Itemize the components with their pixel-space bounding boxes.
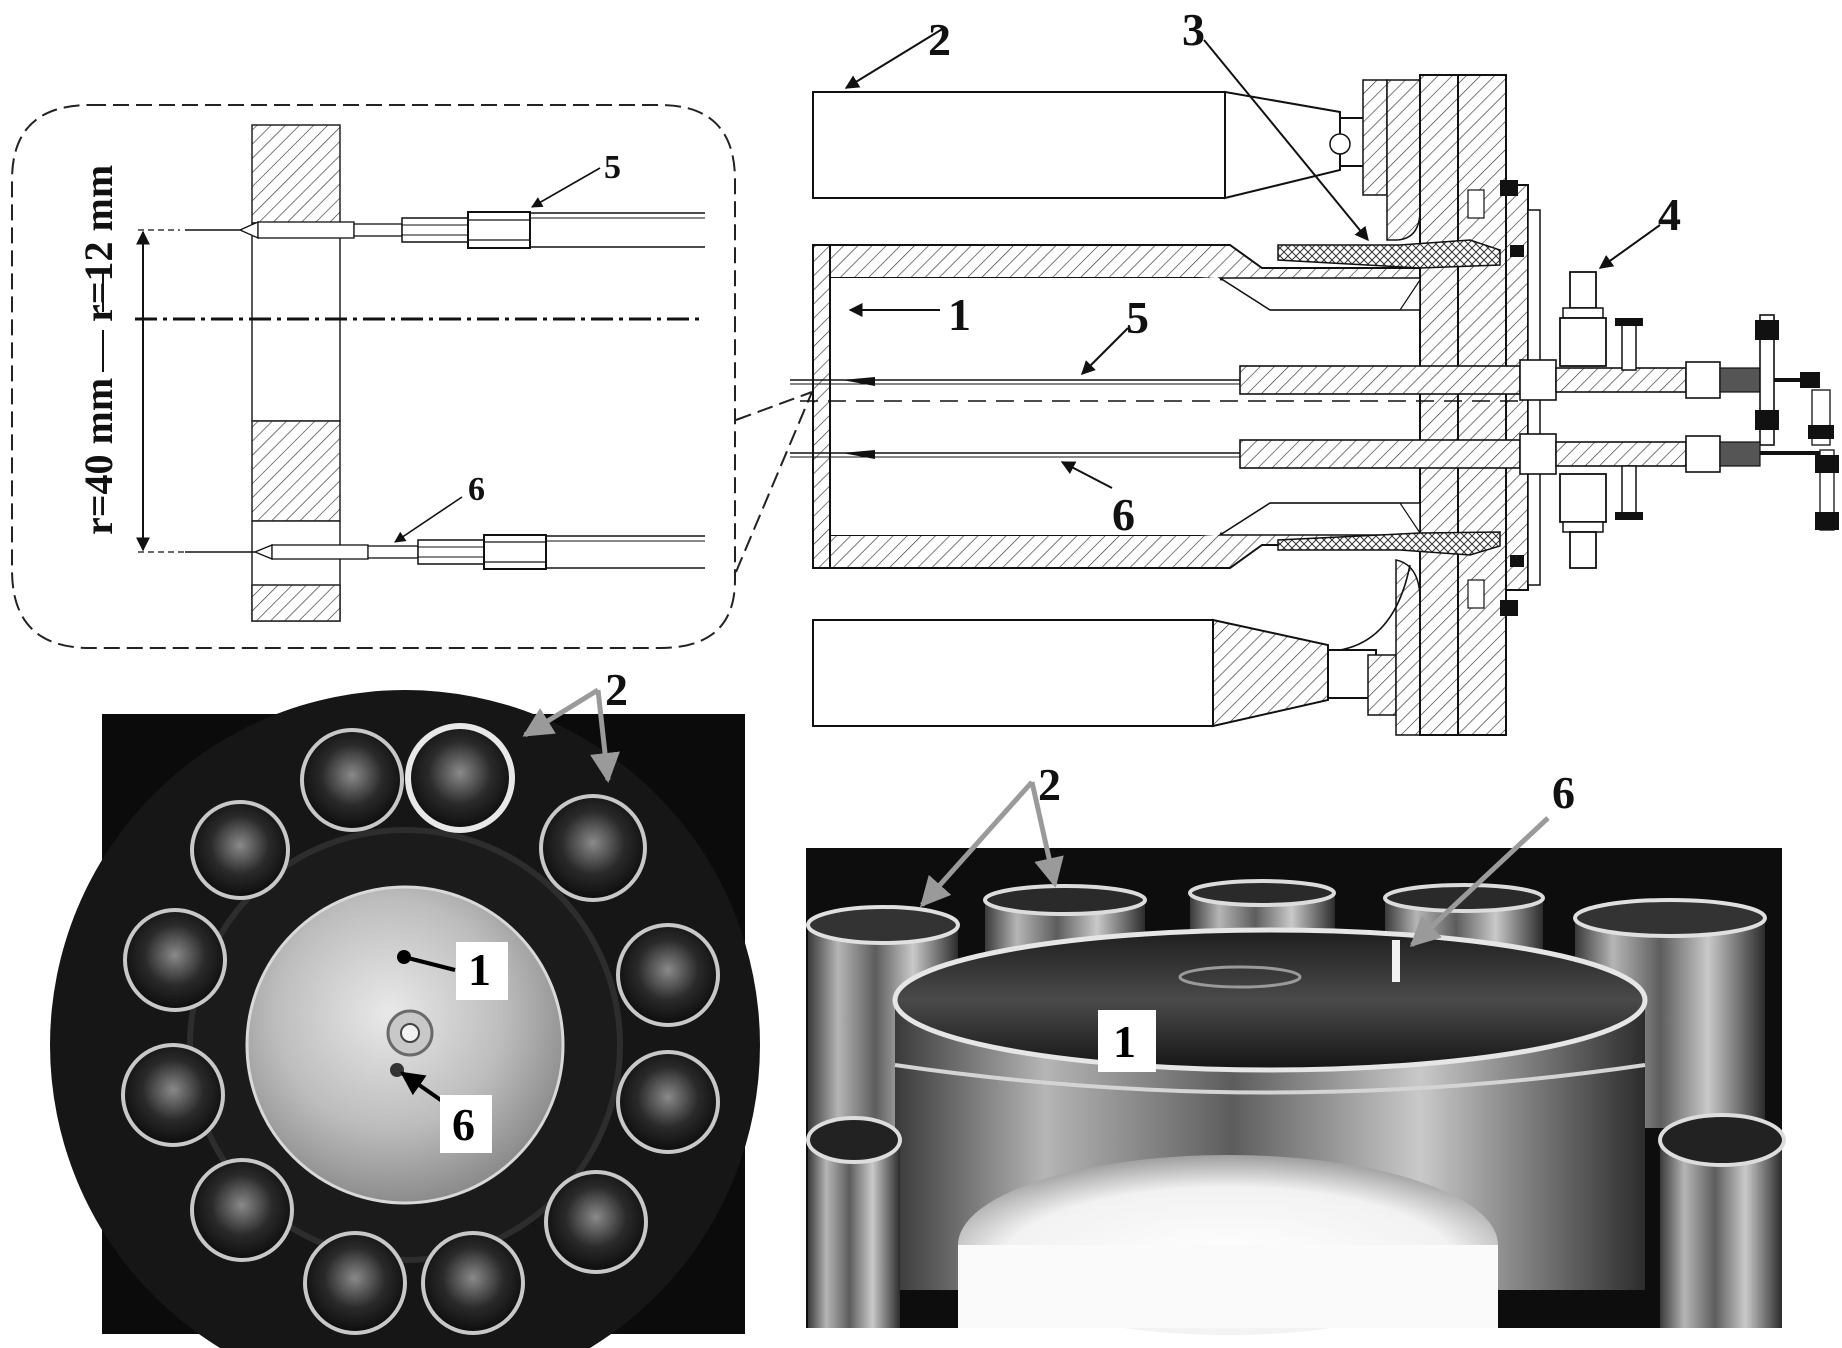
cylinder-1-top xyxy=(892,927,1648,1073)
inset-label-6: 6 xyxy=(468,471,485,508)
photo1-label-6-box xyxy=(440,1095,492,1153)
photo2-label-1-box xyxy=(1098,1010,1156,1072)
probe-5-rod xyxy=(790,314,1834,446)
label-3-drawing: 3 xyxy=(1182,4,1205,55)
photo2-label-1: 1 xyxy=(1113,1016,1136,1067)
label-1-drawing: 1 xyxy=(948,289,971,340)
label-2-drawing: 2 xyxy=(928,14,951,65)
inset-dashed-border xyxy=(11,104,736,649)
inset-wall xyxy=(251,124,341,622)
label-4-drawing: 4 xyxy=(1658,189,1681,240)
photo1-label-1: 1 xyxy=(468,944,491,995)
photo2-label-2: 2 xyxy=(1038,759,1061,810)
callout-line-upper xyxy=(735,391,813,421)
photo1-label-6: 6 xyxy=(452,1099,475,1150)
callout-line-lower xyxy=(735,391,813,573)
photo2-label-6: 6 xyxy=(1552,767,1575,818)
probe-6-photo xyxy=(1392,940,1400,982)
valve-4 xyxy=(1559,271,1643,569)
insulator-3 xyxy=(1277,239,1501,556)
cross-section-drawing: 2 3 4 1 5 6 xyxy=(790,4,1839,736)
inset-label-5: 5 xyxy=(604,149,621,186)
photo-top-view: 1 6 2 xyxy=(50,664,760,1348)
dimension-r40: r=40 mm xyxy=(76,378,121,535)
photo-perspective-view: 1 2 6 xyxy=(806,759,1786,1335)
inset-probe-5 xyxy=(185,211,705,249)
photo1-label-2: 2 xyxy=(605,664,628,715)
inset-probe-6 xyxy=(185,534,705,570)
upper-cylinder-2 xyxy=(812,79,1421,241)
probe-6-rod xyxy=(790,433,1839,531)
detail-inset: 5 6 r=12 mm r=40 mm xyxy=(11,104,736,649)
lower-cylinder-2 xyxy=(812,559,1421,736)
label-5-drawing: 5 xyxy=(1126,292,1149,343)
mounting-flange xyxy=(1419,74,1541,736)
dimension-r12: r=12 mm xyxy=(76,165,121,322)
cup-ring xyxy=(121,723,720,1335)
photo1-label-1-box xyxy=(456,942,508,1000)
label-6-drawing: 6 xyxy=(1112,489,1135,540)
